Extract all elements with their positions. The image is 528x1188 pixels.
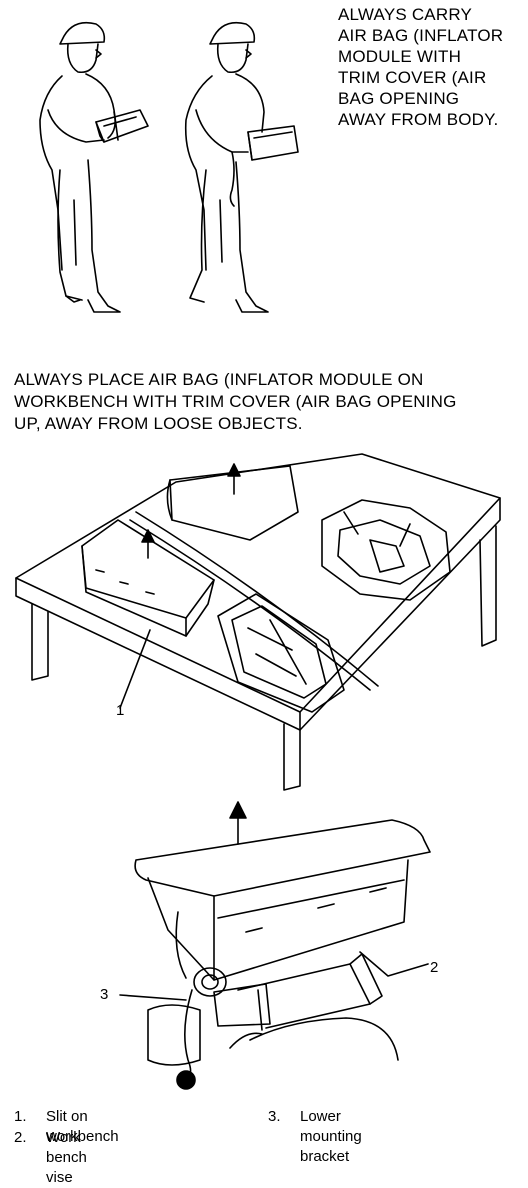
technician-figure-left: [39, 21, 149, 313]
technician-figure-right: [184, 21, 299, 313]
carry-instruction-caption: ALWAYS CARRY AIR BAG (INFLATOR MODULE WI…: [338, 5, 504, 129]
steering-wheel-vise-scene: [119, 801, 431, 1090]
workbench-scene: [15, 453, 501, 791]
legend-item-1-text: Slit on workbench: [46, 1108, 119, 1145]
legend-item-2-text: Work bench vise: [46, 1129, 87, 1186]
callout-1: 1: [116, 702, 124, 719]
callout-3: 3: [100, 986, 108, 1003]
airbag-handling-illustration: 1 2 3: [15, 21, 501, 1090]
callout-2: 2: [430, 959, 438, 976]
placement-instruction-caption: ALWAYS PLACE AIR BAG (INFLATOR MODULE ON…: [14, 370, 457, 433]
legend-item-2-number: 2.: [14, 1129, 27, 1146]
legend-item-1-number: 1.: [14, 1108, 27, 1125]
legend-item-3-number: 3.: [268, 1108, 281, 1125]
legend-item-3-text: Lower mounting bracket: [300, 1108, 362, 1165]
